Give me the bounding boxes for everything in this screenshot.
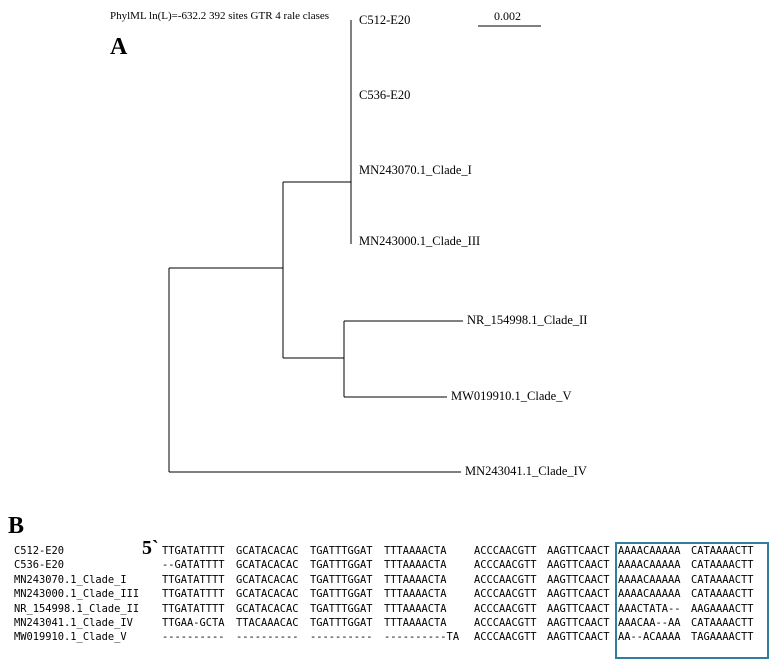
sequence-block: GCATACACAC	[236, 588, 299, 601]
sequence-block: AAAACAAAAA	[618, 588, 681, 601]
sequence-block: TTTAAAACTA	[384, 602, 447, 615]
leaf-label: MW019910.1_Clade_V	[451, 389, 572, 403]
five-prime-marker: 5`	[142, 537, 159, 559]
sequence-block: TTTAAAACTA	[384, 545, 447, 557]
panel-a-label: A	[110, 34, 128, 60]
leaf-label: C512-E20	[359, 13, 411, 27]
sequence-block: TGATTTGGAT	[310, 616, 373, 629]
sequence-block: CATAAAACTT	[691, 545, 754, 557]
sequence-name: MW019910.1_Clade_V	[14, 631, 127, 644]
sequence-block: --GATATTTT	[162, 559, 225, 572]
sequence-block: AAAACAAAAA	[618, 559, 681, 572]
sequence-block: ----------	[310, 631, 373, 644]
sequence-block: AAGTTCAACT	[547, 588, 610, 601]
sequence-name: C512-E20	[14, 545, 65, 557]
sequence-block: ACCCAACGTT	[474, 602, 537, 615]
sequence-block: GCATACACAC	[236, 545, 299, 557]
sequence-block: TGATTTGGAT	[310, 588, 373, 601]
sequence-block: AAACAA--AA	[618, 616, 681, 629]
sequence-block: TTTAAAACTA	[384, 616, 447, 629]
sequence-block: AAAACAAAAA	[618, 573, 681, 586]
tree-header-text: PhylML ln(L)=-632.2 392 sites GTR 4 rale…	[110, 10, 330, 22]
sequence-block: GCATACACAC	[236, 559, 299, 572]
sequence-block: AAGTTCAACT	[547, 602, 610, 615]
sequence-block: AAGTTCAACT	[547, 545, 610, 557]
phylogenetic-tree	[168, 20, 541, 473]
sequence-block: TGATTTGGAT	[310, 602, 373, 615]
sequence-name: MN243000.1_Clade_III	[14, 588, 140, 601]
sequence-block: ----------TA	[384, 631, 460, 644]
scale-bar-label: 0.002	[494, 9, 521, 23]
sequence-block: AA--ACAAAA	[618, 631, 681, 644]
sequence-block: TTACAAACAC	[236, 616, 299, 629]
sequence-block: TTGATATTTT	[162, 545, 225, 557]
sequence-block: ----------	[236, 631, 299, 644]
panel-b-label: B	[8, 513, 25, 539]
sequence-block: TTTAAAACTA	[384, 559, 447, 572]
sequence-block: AAGTTCAACT	[547, 616, 610, 629]
sequence-block: TGATTTGGAT	[310, 573, 373, 586]
sequence-block: AAACTATA--	[618, 602, 681, 615]
sequence-block: AAAACAAAAA	[618, 545, 681, 557]
sequence-block: TTTAAAACTA	[384, 573, 447, 586]
sequence-block: AAGAAAACTT	[691, 602, 754, 615]
leaf-label: MN243041.1_Clade_IV	[465, 464, 587, 478]
sequence-name: NR_154998.1_Clade_II	[14, 602, 140, 615]
sequence-block: TGATTTGGAT	[310, 559, 373, 572]
sequence-block: GCATACACAC	[236, 602, 299, 615]
leaf-label: C536-E20	[359, 88, 411, 102]
leaf-label: MN243070.1_Clade_I	[359, 163, 472, 177]
sequence-block: AAGTTCAACT	[547, 573, 610, 586]
sequence-block: ACCCAACGTT	[474, 631, 537, 644]
sequence-block: TAGAAAACTT	[691, 631, 754, 644]
sequence-block: GCATACACAC	[236, 573, 299, 586]
sequence-block: TGATTTGGAT	[310, 545, 373, 557]
sequence-block: CATAAAACTT	[691, 573, 754, 586]
sequence-block: CATAAAACTT	[691, 616, 754, 629]
sequence-block: AAGTTCAACT	[547, 631, 610, 644]
leaf-label: MN243000.1_Clade_III	[359, 234, 481, 248]
sequence-block: TTTAAAACTA	[384, 588, 447, 601]
sequence-block: ACCCAACGTT	[474, 545, 537, 557]
sequence-block: TTGATATTTT	[162, 602, 225, 615]
sequence-block: ACCCAACGTT	[474, 616, 537, 629]
sequence-block: ACCCAACGTT	[474, 559, 537, 572]
sequence-block: TTGATATTTT	[162, 573, 225, 586]
highlight-box	[615, 542, 769, 659]
sequence-name: C536-E20	[14, 559, 65, 572]
sequence-block: ACCCAACGTT	[474, 573, 537, 586]
sequence-block: TTGAA-GCTA	[162, 616, 225, 629]
sequence-name: MN243070.1_Clade_I	[14, 573, 127, 586]
sequence-block: ----------	[162, 631, 225, 644]
sequence-block: ACCCAACGTT	[474, 588, 537, 601]
sequence-block: AAGTTCAACT	[547, 559, 610, 572]
sequence-name: MN243041.1_Clade_IV	[14, 616, 133, 629]
sequence-block: CATAAAACTT	[691, 588, 754, 601]
leaf-label: NR_154998.1_Clade_II	[467, 313, 588, 327]
sequence-block: TTGATATTTT	[162, 588, 225, 601]
sequence-block: CATAAAACTT	[691, 559, 754, 572]
